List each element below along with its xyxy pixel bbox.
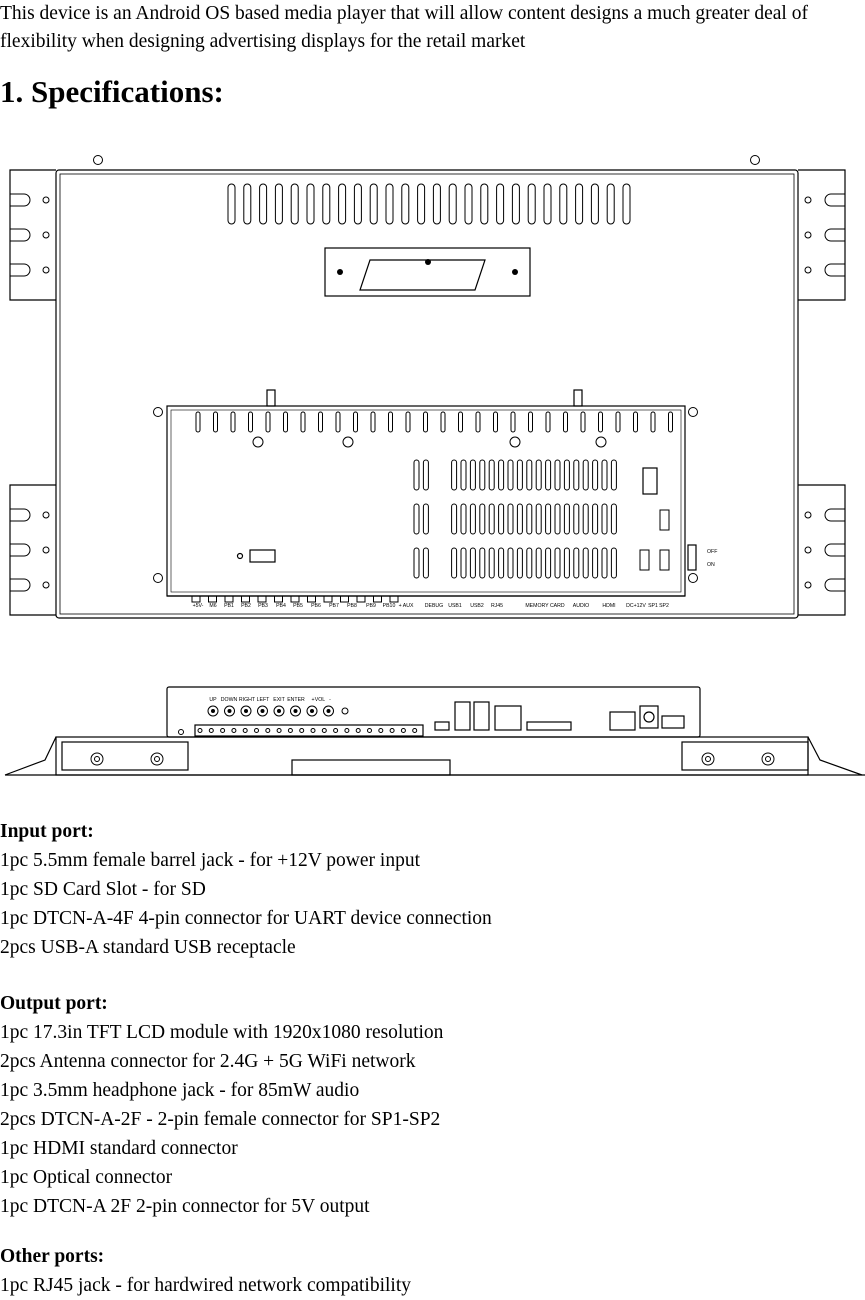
output-port-line: 2pcs Antenna connector for 2.4G + 5G WiF… (0, 1051, 416, 1072)
rear-port-label: PB6 (311, 603, 321, 609)
output-port-section: Output port: 1pc 17.3in TFT LCD module w… (0, 989, 443, 1221)
rear-port-label: PB10 (383, 603, 396, 609)
rear-port-label: PB4 (276, 603, 286, 609)
rear-port-label: PB5 (293, 603, 303, 609)
output-port-line: 2pcs DTCN-A-2F - 2-pin female connector … (0, 1109, 441, 1130)
button-label: VOL (315, 697, 325, 703)
other-ports-title: Other ports: (0, 1246, 105, 1267)
input-port-line: 2pcs USB-A standard USB receptacle (0, 937, 296, 958)
rear-port-label: PB1 (224, 603, 234, 609)
rear-port-label: PB7 (329, 603, 339, 609)
switch-label: ON (707, 562, 715, 568)
intro-paragraph: This device is an Android OS based media… (0, 3, 808, 52)
rear-port-label: PB8 (347, 603, 357, 609)
input-port-line: 1pc DTCN-A-4F 4-pin connector for UART d… (0, 908, 492, 929)
rear-port-label: RJ45 (491, 603, 503, 609)
rear-port-label: USB2 (470, 603, 484, 609)
button-label: EXIT (273, 697, 285, 703)
rear-port-label: SP1 (648, 603, 658, 609)
section-heading: 1. Specifications: (0, 74, 224, 109)
rear-port-label: PB9 (366, 603, 376, 609)
button-label: UP (209, 697, 217, 703)
rear-port-label: HDMI (602, 603, 615, 609)
rear-port-label: USB1 (448, 603, 462, 609)
rear-port-label: AUDIO (573, 603, 589, 609)
output-port-line: 1pc HDMI standard connector (0, 1138, 238, 1159)
output-port-title: Output port: (0, 993, 108, 1014)
button-label: - (329, 697, 331, 703)
switch-label: OFF (707, 549, 717, 555)
other-ports-line: 1pc RJ45 jack - for hardwired network co… (0, 1275, 412, 1296)
rear-port-label: DEBUG (425, 603, 443, 609)
output-port-line: 1pc DTCN-A 2F 2-pin connector for 5V out… (0, 1196, 370, 1217)
button-label: + (311, 697, 314, 703)
rear-port-label: DC+12V (626, 603, 646, 609)
input-port-title: Input port: (0, 821, 94, 842)
rear-port-label: + AUX (399, 603, 414, 609)
button-label: ENTER (287, 697, 305, 703)
input-port-line: 1pc SD Card Slot - for SD (0, 879, 206, 900)
input-port-line: 1pc 5.5mm female barrel jack - for +12V … (0, 850, 421, 871)
output-port-line: 1pc 17.3in TFT LCD module with 1920x1080… (0, 1022, 444, 1043)
rear-port-label: M6 (209, 603, 216, 609)
button-label: DOWN (221, 697, 238, 703)
output-port-line: 1pc Optical connector (0, 1167, 173, 1188)
output-port-line: 1pc 3.5mm headphone jack - for 85mW audi… (0, 1080, 360, 1101)
other-ports-section: Other ports: 1pc RJ45 jack - for hardwir… (0, 1242, 411, 1300)
rear-port-label: PB2 (241, 603, 251, 609)
button-label: RIGHT (239, 697, 256, 703)
input-port-section: Input port: 1pc 5.5mm female barrel jack… (0, 817, 492, 962)
button-label: LEFT (257, 697, 271, 703)
rear-port-label: MEMORY CARD (525, 603, 565, 609)
rear-port-label: PB3 (258, 603, 268, 609)
rear-port-label: +5V- (193, 603, 204, 609)
rear-port-label: SP2 (659, 603, 669, 609)
